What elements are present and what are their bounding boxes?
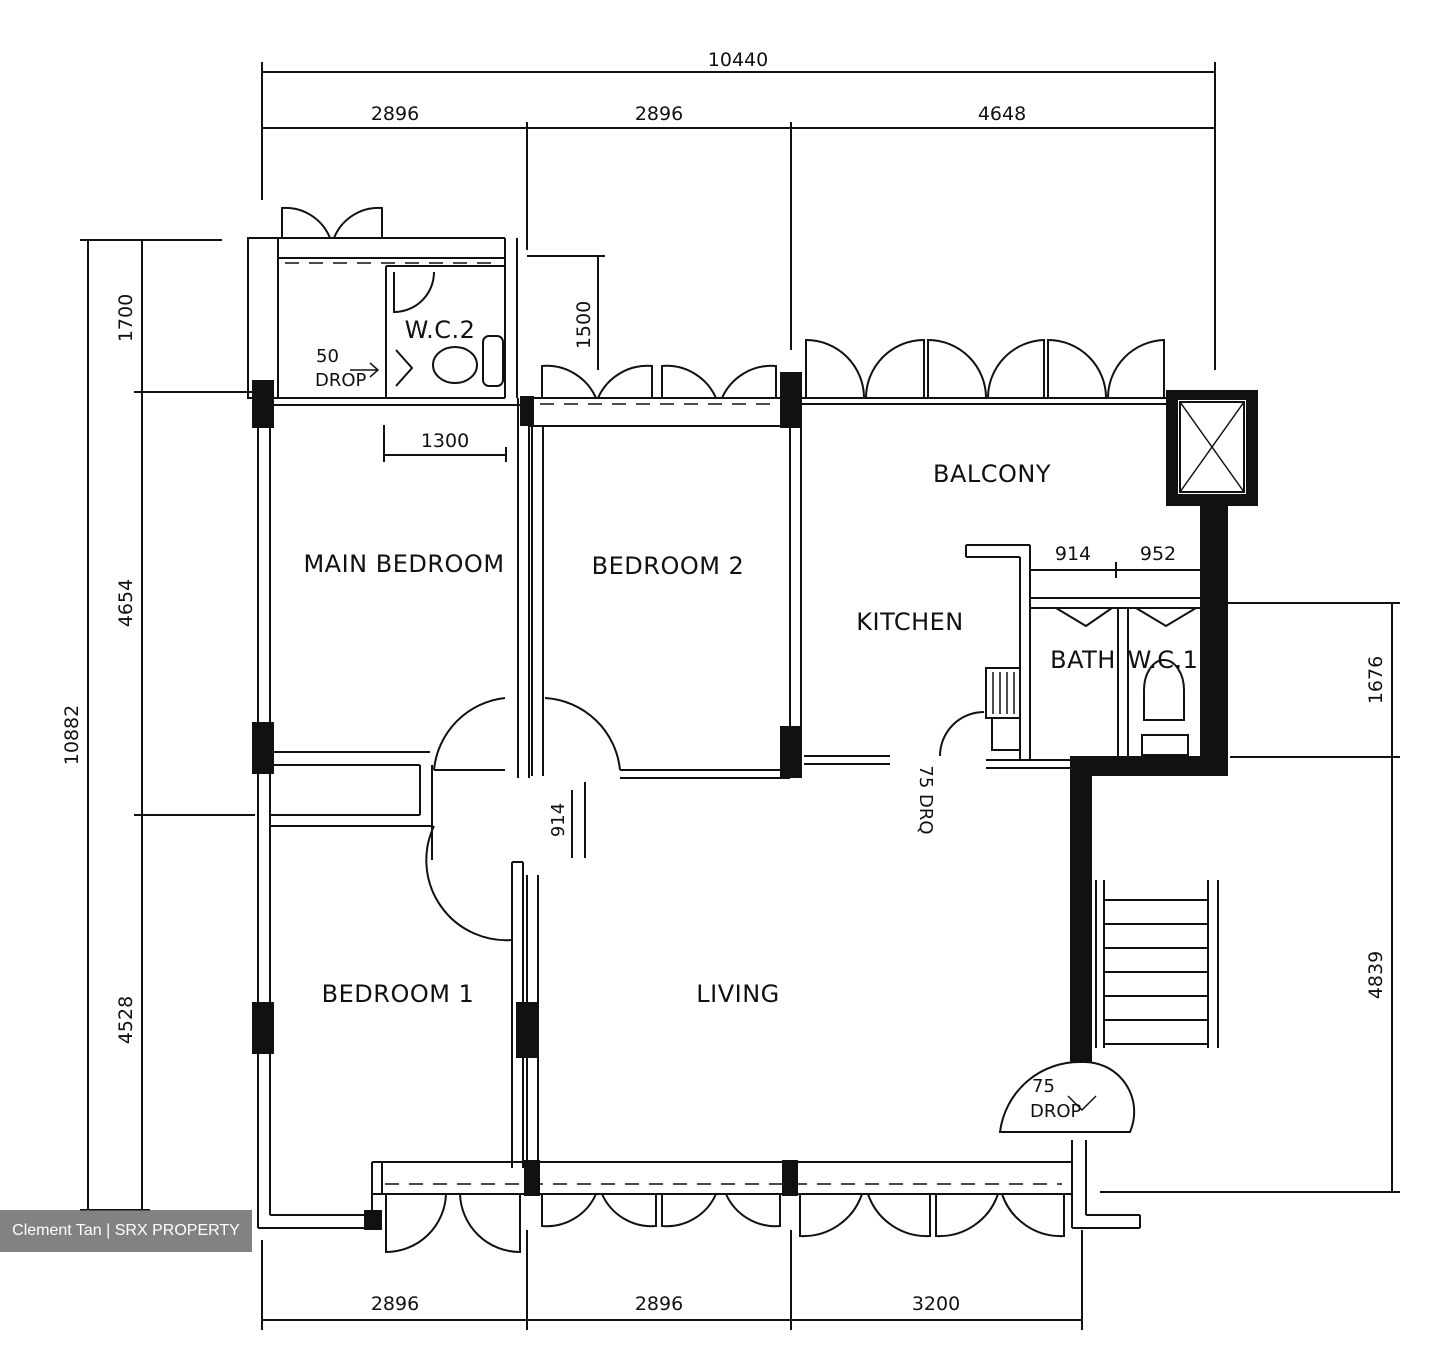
dim-left-total: 10882 — [61, 705, 83, 765]
dim-bottom-1: 2896 — [371, 1293, 419, 1315]
room-label-wc2: W.C.2 — [405, 316, 476, 344]
drop-wc2-value: 50 — [316, 346, 339, 367]
watermark: Clement Tan | SRX PROPERTY — [0, 1210, 252, 1252]
drop-entrance-label: DROP — [1030, 1101, 1082, 1122]
dim-wc2-width: 1300 — [421, 430, 469, 452]
dim-top-total: 10440 — [708, 49, 768, 71]
left-wall — [252, 380, 382, 1230]
bottom-dimensions — [261, 1230, 1083, 1330]
dim-right-2: 4839 — [1365, 951, 1387, 999]
room-label-main-bedroom: MAIN BEDROOM — [303, 550, 504, 578]
room-label-bath: BATH — [1050, 646, 1116, 674]
wc2-area — [247, 206, 605, 462]
room-label-bedroom1: BEDROOM 1 — [322, 980, 475, 1008]
drop-entrance-value: 75 — [1032, 1076, 1055, 1097]
dim-bottom-3: 3200 — [912, 1293, 960, 1315]
drop-wc2-label: DROP — [315, 370, 367, 391]
dim-wc1-width: 952 — [1140, 543, 1176, 565]
dim-top-3: 4648 — [978, 103, 1026, 125]
room-label-living: LIVING — [696, 980, 780, 1008]
room-label-balcony: BALCONY — [933, 460, 1051, 488]
dim-wc2-depth: 1500 — [573, 301, 595, 349]
dim-bath-width: 914 — [1055, 543, 1091, 565]
balcony-kitchen — [801, 338, 1258, 1062]
living-entrance — [371, 880, 1219, 1254]
right-dimensions — [1100, 602, 1400, 1193]
dim-left-1: 1700 — [115, 294, 137, 342]
room-label-kitchen: KITCHEN — [856, 608, 964, 636]
dim-left-2: 4654 — [115, 579, 137, 627]
room-label-bedroom2: BEDROOM 2 — [592, 552, 745, 580]
dim-right-1: 1676 — [1365, 656, 1387, 704]
top-dimensions — [261, 62, 1216, 370]
dim-bottom-2: 2896 — [635, 1293, 683, 1315]
dim-top-1: 2896 — [371, 103, 419, 125]
dim-passage: 914 — [548, 803, 569, 837]
drop-kitchen: 75 DRQ — [915, 765, 936, 834]
left-dimensions — [80, 239, 255, 1211]
dim-left-3: 4528 — [115, 996, 137, 1044]
room-label-wc1: W.C.1 — [1128, 646, 1199, 674]
drop-arrow-icon — [350, 362, 380, 378]
dim-top-2: 2896 — [635, 103, 683, 125]
bedroom-walls — [270, 364, 802, 1168]
